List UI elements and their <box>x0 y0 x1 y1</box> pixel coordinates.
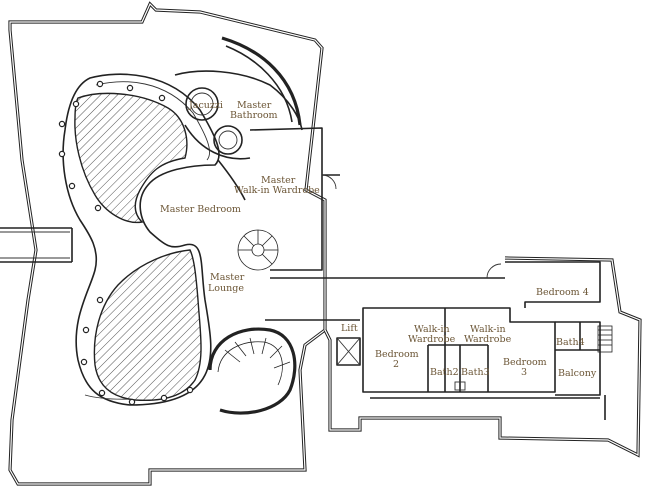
master-core <box>217 127 340 271</box>
label-lift: Lift <box>341 323 358 334</box>
label-bath4: Bath4 <box>556 337 585 348</box>
room-labels: Jacuzzi Master Bathroom Master Walk-in W… <box>160 100 597 379</box>
left-bridge <box>0 227 73 263</box>
label-bedroom3-2: 3 <box>521 367 527 378</box>
label-master-lounge-2: Lounge <box>208 283 244 294</box>
label-bedroom4: Bedroom 4 <box>536 287 589 298</box>
label-bedroom2-2: 2 <box>393 359 399 370</box>
east-boundary <box>323 256 642 458</box>
label-walkin-a-2: Wardrobe <box>408 334 456 345</box>
label-master-walkin-1: Master <box>261 175 296 186</box>
label-master-lounge-1: Master <box>210 272 245 283</box>
label-bedroom3-1: Bedroom <box>503 357 547 368</box>
label-bath2: Bath2 <box>430 367 459 378</box>
label-jacuzzi: Jacuzzi <box>188 100 223 111</box>
lower-terrace <box>93 249 202 402</box>
upper-terrace <box>74 92 188 224</box>
east-wing <box>362 261 613 396</box>
label-bath3: Bath3 <box>461 367 490 378</box>
label-balcony: Balcony <box>558 368 597 379</box>
pillars <box>58 80 194 406</box>
master-bathroom-block <box>174 36 303 160</box>
label-master-bathroom-2: Bathroom <box>230 110 278 121</box>
label-walkin-b-2: Wardrobe <box>464 334 512 345</box>
label-master-bedroom: Master Bedroom <box>160 204 241 215</box>
curved-staircase <box>208 327 297 415</box>
label-walkin-b-1: Walk-in <box>470 324 506 335</box>
spiral-stair <box>237 229 279 271</box>
label-walkin-a-1: Walk-in <box>414 324 450 335</box>
lift-shaft <box>336 337 361 366</box>
corridor <box>265 263 505 321</box>
label-master-walkin-2: Walk-in Wardrobe <box>234 185 320 196</box>
label-bedroom2-1: Bedroom <box>375 349 419 360</box>
site-boundary <box>8 1 327 486</box>
label-master-bathroom-1: Master <box>237 100 272 111</box>
